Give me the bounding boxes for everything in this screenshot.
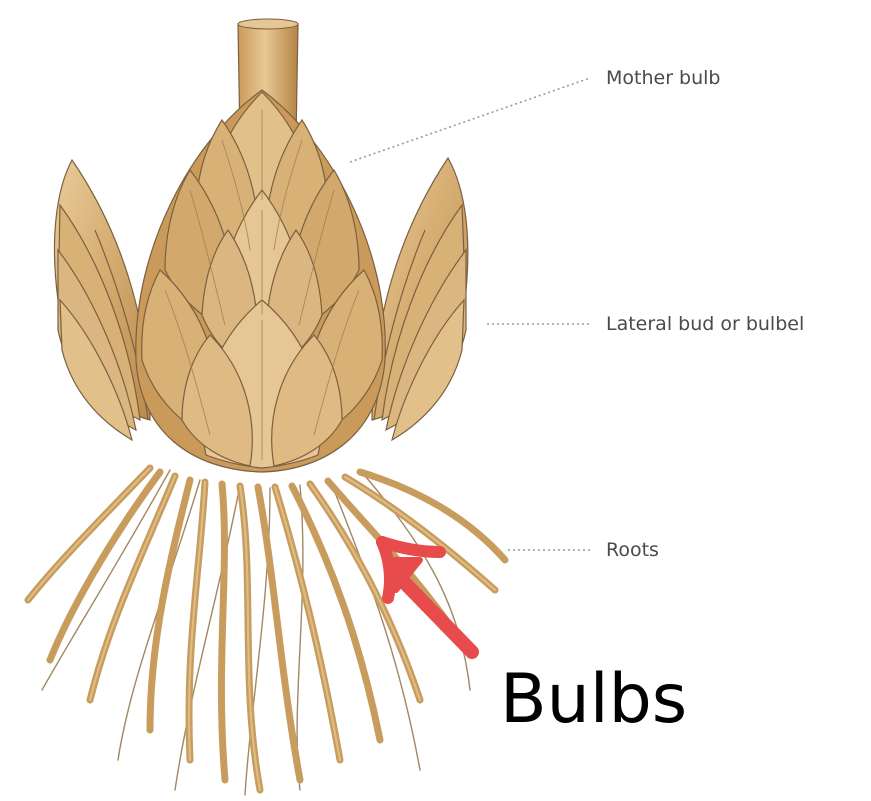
mother-bulb-leader (350, 78, 590, 162)
lateral-bud-label: Lateral bud or bulbel (606, 313, 804, 335)
roots-label: Roots (606, 539, 659, 561)
mother-bulb (136, 90, 385, 472)
lateral-bulbel-left (54, 160, 150, 440)
roots (28, 468, 505, 795)
lateral-bulbel-right (372, 158, 468, 440)
bulbs-annotation: Bulbs (500, 660, 687, 739)
mother-bulb-label: Mother bulb (606, 67, 721, 89)
